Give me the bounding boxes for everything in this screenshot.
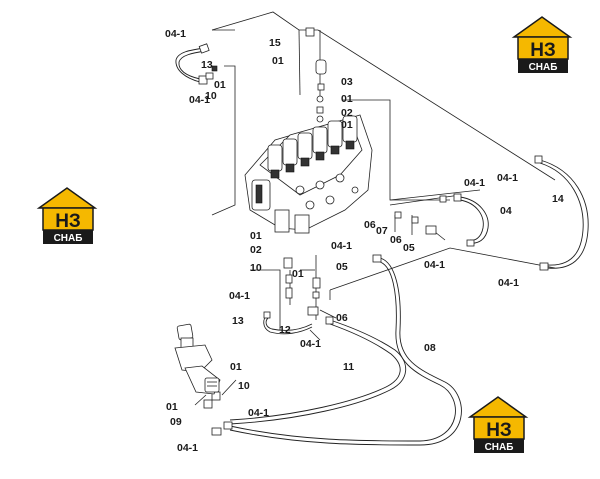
callout-label: 04-1 [300, 338, 321, 350]
callout-label: 10 [205, 90, 217, 102]
joystick [174, 323, 221, 395]
callout-label: 01 [166, 401, 178, 413]
fittings [198, 27, 549, 436]
callout-label: 01 [341, 93, 353, 105]
leader-lines [194, 11, 556, 406]
callout-label: 09 [170, 416, 182, 428]
svg-text:НЗ: НЗ [55, 211, 81, 232]
callout-label: 04-1 [248, 407, 269, 419]
callout-label: 04-1 [424, 259, 445, 271]
callout-label: 06 [336, 312, 348, 324]
callout-label: 01 [214, 79, 226, 91]
callout-label: 01 [272, 55, 284, 67]
brand-logo: НЗ СНАБ [511, 16, 573, 73]
callout-labels: 04-1 15 01 13 01 10 04-1 03 01 02 01 04-… [165, 28, 564, 454]
callout-label: 04-1 [464, 177, 485, 189]
callout-label: 01 [292, 268, 304, 280]
control-valve-block [244, 114, 373, 234]
svg-text:СНАБ: СНАБ [529, 62, 558, 73]
callout-label: 04 [500, 205, 512, 217]
callout-label: 03 [341, 76, 353, 88]
callout-label: 01 [250, 230, 262, 242]
callout-label: 04-1 [498, 277, 519, 289]
callout-label: 08 [424, 342, 436, 354]
callout-label: 04-1 [229, 290, 250, 302]
callout-label: 13 [201, 59, 213, 71]
callout-label: 02 [250, 244, 262, 256]
callout-label: 06 [364, 219, 376, 231]
callout-label: 10 [238, 380, 250, 392]
callout-label: 12 [279, 324, 291, 336]
callout-label: 05 [403, 242, 415, 254]
callout-label: 04-1 [189, 94, 210, 106]
callout-label: 04-1 [165, 28, 186, 40]
callout-label: 07 [376, 225, 388, 237]
svg-text:НЗ: НЗ [530, 40, 556, 61]
callout-label: 02 [341, 107, 353, 119]
callout-label: 06 [390, 234, 402, 246]
callout-label: 04-1 [497, 172, 518, 184]
callout-label: 10 [250, 262, 262, 274]
brand-logo: НЗ СНАБ [36, 187, 98, 244]
svg-text:СНАБ: СНАБ [485, 442, 514, 453]
callout-label: 01 [341, 119, 353, 131]
callout-label: 04-1 [331, 240, 352, 252]
svg-text:СНАБ: СНАБ [54, 233, 83, 244]
callout-label: 15 [269, 37, 281, 49]
brand-logo: НЗ СНАБ [467, 396, 529, 453]
hoses [175, 47, 589, 446]
callout-label: 04-1 [177, 442, 198, 454]
callout-label: 11 [343, 361, 354, 373]
callout-label: 14 [552, 193, 564, 205]
svg-text:НЗ: НЗ [486, 420, 512, 441]
callout-label: 01 [230, 361, 242, 373]
callout-label: 05 [336, 261, 348, 273]
callout-label: 13 [232, 315, 244, 327]
